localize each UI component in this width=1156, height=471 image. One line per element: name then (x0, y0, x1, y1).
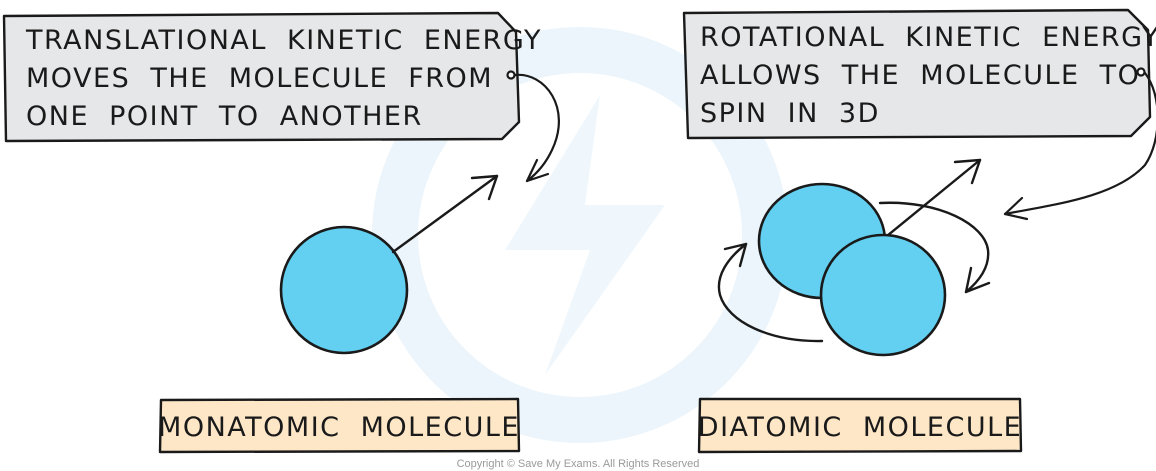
rotational-callout: ROTATIONAL KINETIC ENERGY ALLOWS THE MOL… (682, 8, 1156, 140)
translational-pointer-arrow (506, 70, 560, 183)
translational-callout-line-3: ONE POINT TO ANOTHER (26, 101, 423, 132)
rotation-arrow-right (878, 201, 991, 294)
rotational-callout-line-3: SPIN IN 3D (700, 98, 880, 129)
diatomic-label-text: DIATOMIC MOLECULE (698, 412, 1022, 443)
monatomic-label: MONATOMIC MOLECULE (158, 397, 521, 454)
rotational-callout-line-1: ROTATIONAL KINETIC ENERGY (700, 22, 1156, 53)
rotational-callout-line-2: ALLOWS THE MOLECULE TO (700, 60, 1140, 91)
translational-callout-line-2: MOVES THE MOLECULE FROM (26, 63, 493, 94)
rotational-pointer-arrow (1003, 67, 1156, 221)
translational-callout-line-1: TRANSLATIONAL KINETIC ENERGY (25, 25, 542, 56)
translational-callout: TRANSLATIONAL KINETIC ENERGY MOVES THE M… (2, 11, 542, 143)
diatomic-atom-lower (819, 233, 947, 357)
rotation-arrow-left (717, 242, 824, 343)
copyright-text: Copyright © Save My Exams. All Rights Re… (457, 458, 700, 470)
diatomic-velocity-arrow (880, 158, 982, 242)
monatomic-label-text: MONATOMIC MOLECULE (158, 412, 520, 443)
monatomic-velocity-arrow (391, 174, 499, 254)
monatomic-atom (279, 225, 409, 355)
diatomic-label: DIATOMIC MOLECULE (698, 397, 1023, 454)
